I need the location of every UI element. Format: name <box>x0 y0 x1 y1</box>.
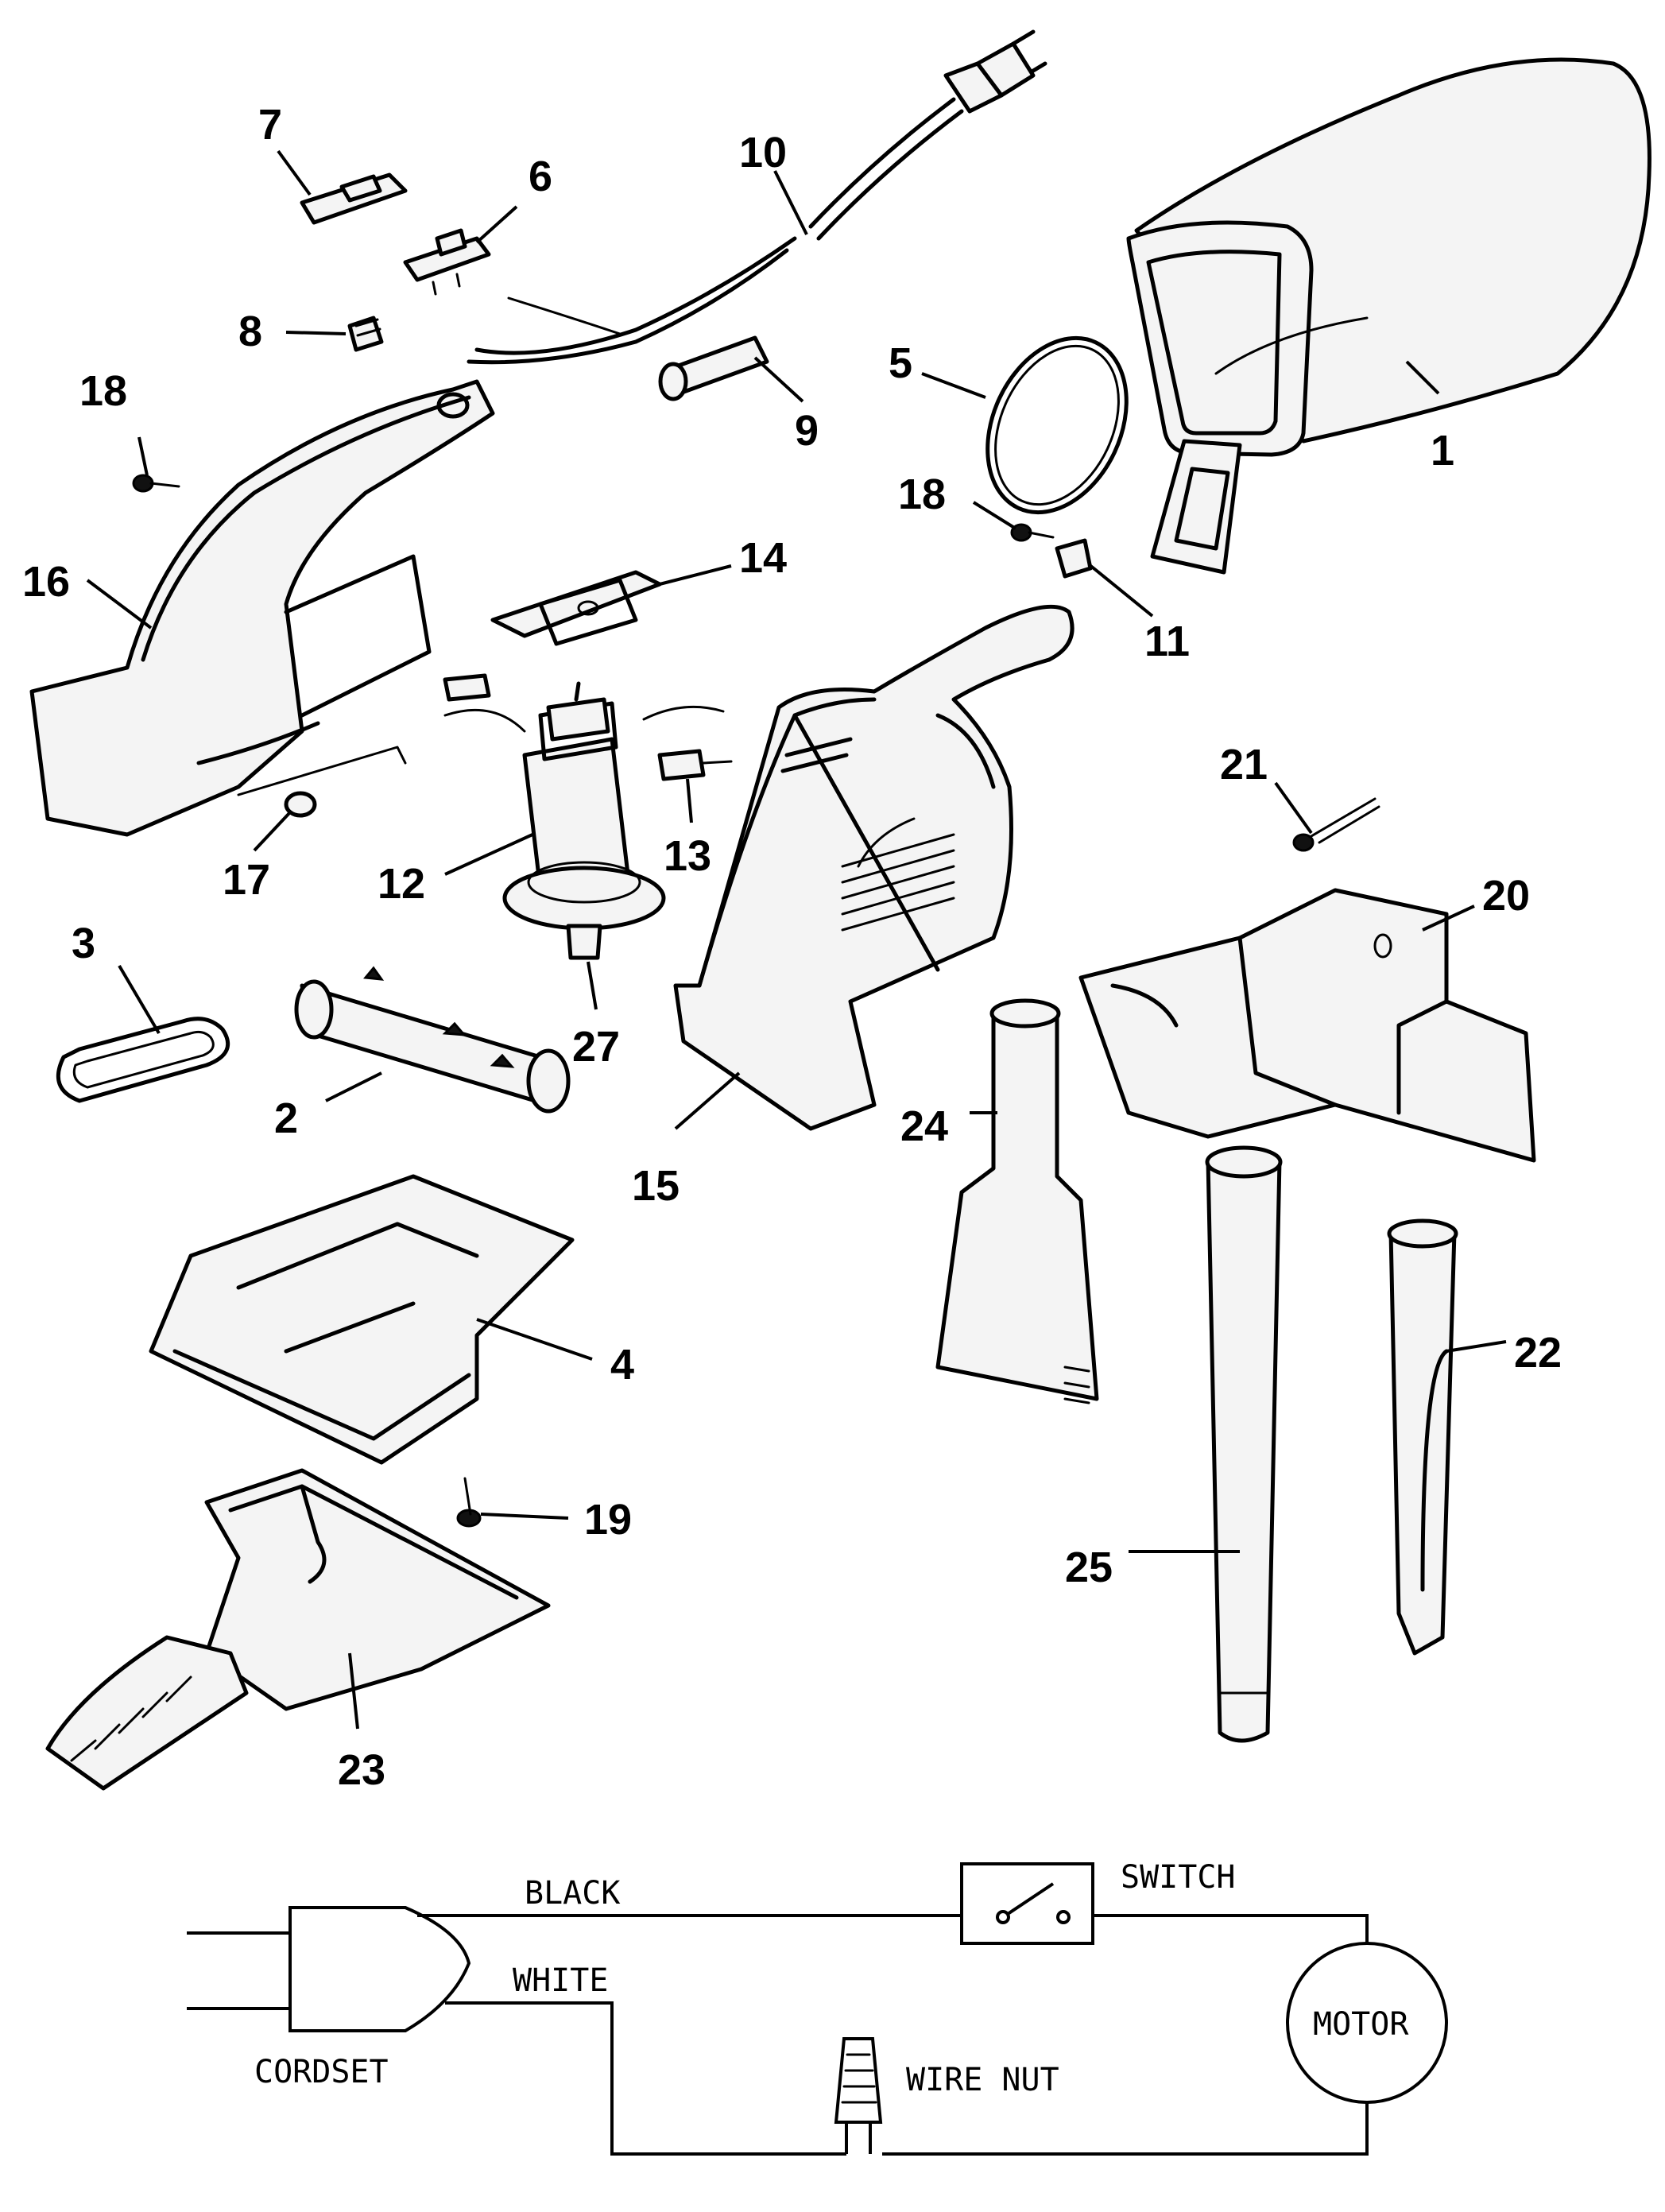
part-10-power-cord <box>467 29 1047 365</box>
callout-15: 15 <box>632 1162 680 1210</box>
wire-nut-symbol <box>834 2037 883 2154</box>
switch-symbol <box>960 1862 1094 1945</box>
callout-3: 3 <box>72 920 95 967</box>
label-white: WHITE <box>513 1962 608 1999</box>
part-6-switch <box>403 228 491 296</box>
motor-return-wire <box>882 2102 1369 2156</box>
part-12-motor <box>443 681 725 931</box>
label-black: BLACK <box>525 1875 620 1912</box>
callout-20: 20 <box>1482 872 1530 920</box>
part-18-screw-right <box>1010 523 1055 542</box>
part-19-screw <box>456 1477 482 1528</box>
part-4-base-plate <box>149 1174 575 1465</box>
callout-4: 4 <box>610 1341 634 1389</box>
callout-23: 23 <box>338 1746 385 1794</box>
wiring-schematic: BLACK WHITE SWITCH MOTOR CORDSET WIRE NU… <box>187 1859 1448 2156</box>
part-5-gasket-ring <box>985 335 1129 515</box>
part-16-handle-housing <box>29 379 495 837</box>
callout-13: 13 <box>664 832 711 880</box>
part-22-crevice-tool <box>1387 1218 1458 1656</box>
part-27-impeller <box>566 924 602 960</box>
part-2-brush-roll <box>294 966 571 1114</box>
callout-11: 11 <box>1144 618 1190 665</box>
part-1-dust-bag <box>1126 57 1651 575</box>
callout-22: 22 <box>1514 1329 1562 1377</box>
part-9-sleeve <box>658 335 769 401</box>
callout-9: 9 <box>795 407 819 455</box>
callout-21: 21 <box>1220 741 1268 788</box>
label-switch: SWITCH <box>1121 1859 1236 1896</box>
part-3-belt <box>56 1017 230 1103</box>
label-motor: MOTOR <box>1313 2006 1409 2043</box>
label-wire-nut: WIRE NUT <box>906 2062 1059 2098</box>
switch-to-motor-wire <box>1093 1914 1369 1943</box>
callout-12: 12 <box>378 860 425 908</box>
callout-17: 17 <box>223 856 270 904</box>
part-14-bracket <box>490 570 662 646</box>
callout-18a: 18 <box>79 367 127 415</box>
callout-25: 25 <box>1065 1544 1113 1591</box>
callout-5: 5 <box>889 339 912 387</box>
callout-1: 1 <box>1431 427 1454 475</box>
callout-18b: 18 <box>898 471 946 518</box>
callout-2: 2 <box>274 1094 298 1142</box>
leader-lines <box>86 149 1507 1730</box>
callout-numbers: 1 2 3 4 5 6 7 8 9 10 11 12 13 14 15 16 1… <box>22 101 1562 1794</box>
part-15-main-housing <box>673 604 1075 1131</box>
callout-6: 6 <box>529 153 552 200</box>
cordset-plug-symbol <box>288 1906 471 2032</box>
callout-7: 7 <box>258 101 282 149</box>
callout-19: 19 <box>584 1496 632 1544</box>
part-21-screw <box>1292 797 1380 852</box>
callout-16: 16 <box>22 558 70 606</box>
part-7-switch-plate <box>300 172 408 225</box>
label-cordset: CORDSET <box>254 2054 389 2090</box>
callout-24: 24 <box>900 1102 948 1150</box>
white-wire <box>445 2001 846 2156</box>
part-13-brush <box>443 673 733 781</box>
part-20-wall-bracket <box>1078 888 1536 1163</box>
part-18-screw-left <box>132 474 180 493</box>
part-24-brush-tool <box>935 998 1099 1404</box>
part-11-clip <box>1055 538 1093 579</box>
callout-14: 14 <box>739 534 787 582</box>
callout-27: 27 <box>572 1023 620 1071</box>
part-17-bushing <box>284 791 317 818</box>
part-25-extension-wand <box>1205 1145 1283 1743</box>
callout-10: 10 <box>739 129 787 176</box>
part-8-wire-nut <box>347 316 384 352</box>
callout-8: 8 <box>238 308 262 355</box>
